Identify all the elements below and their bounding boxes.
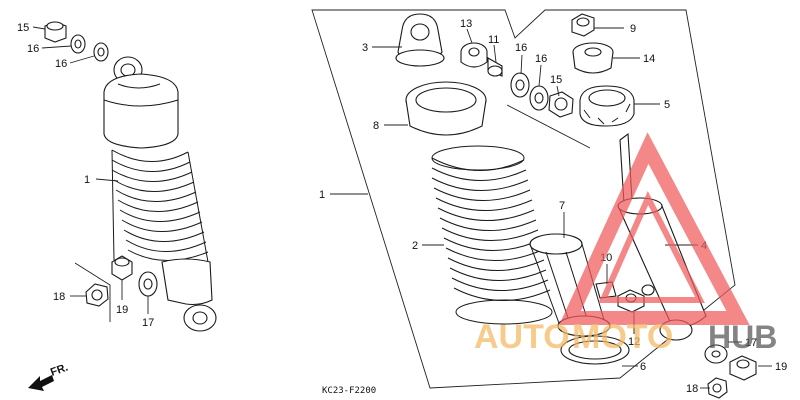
callout-18: 18 <box>686 383 698 395</box>
part-2-spring <box>431 145 553 325</box>
washer-16-left-b <box>93 42 109 62</box>
callout-12: 12 <box>628 336 640 348</box>
part-17-washer <box>704 344 728 364</box>
part-9-nut <box>571 13 595 37</box>
watermark-triangle-icon <box>559 132 750 325</box>
callout-11: 11 <box>488 34 499 46</box>
callout-2: 2 <box>412 240 418 252</box>
part-3-top-eye <box>395 13 445 67</box>
front-arrow-icon: FR. <box>28 361 70 391</box>
watermark-text-moto: MOTO <box>572 318 673 356</box>
front-arrow-label: FR. <box>49 361 70 378</box>
callout-15-left: 15 <box>17 22 29 34</box>
callout-16-a: 16 <box>515 42 527 54</box>
nut-19-left <box>111 255 133 281</box>
nut-18-left <box>85 283 109 307</box>
left-shock-assembly: 15 16 16 1 18 19 17 FR. <box>17 21 217 391</box>
washer-16-left-a <box>70 34 86 54</box>
assembly-frame <box>311 9 736 389</box>
callout-3: 3 <box>362 42 368 54</box>
callout-5: 5 <box>664 99 670 111</box>
callout-7: 7 <box>559 200 565 212</box>
part-15-nut <box>548 91 574 118</box>
part-11-pin <box>487 57 503 77</box>
callout-16-left-b: 16 <box>55 58 67 70</box>
callout-6: 6 <box>640 361 646 373</box>
watermark-text-hub: HUB <box>708 319 777 355</box>
callout-9: 9 <box>630 23 636 35</box>
washer-17-left <box>138 271 158 297</box>
spring-left <box>111 149 209 263</box>
watermark-logo: AUTO MOTO HUB <box>474 132 777 356</box>
part-18-nut <box>707 377 728 399</box>
callout-16-b: 16 <box>535 53 547 65</box>
part-19-nut <box>729 355 757 381</box>
part-6-ring <box>560 335 630 365</box>
callout-18-left: 18 <box>53 291 65 303</box>
shock-absorber-left <box>103 56 217 332</box>
part-16-washer-a <box>510 72 530 98</box>
callout-19-left: 19 <box>116 304 128 316</box>
nut-15-left <box>44 21 67 43</box>
callout-14: 14 <box>643 53 655 65</box>
callout-1: 1 <box>319 189 325 201</box>
watermark-text-auto: AUTO <box>474 318 570 356</box>
part-14-collar <box>572 42 614 74</box>
callout-13: 13 <box>460 18 472 30</box>
part-13-bushing <box>460 42 488 68</box>
callout-17: 17 <box>745 337 757 349</box>
callout-1-left: 1 <box>84 174 90 186</box>
part-5-adjuster <box>579 85 635 127</box>
callout-19: 19 <box>775 361 787 373</box>
part-8-spring-seat <box>405 81 487 136</box>
callout-8: 8 <box>373 120 379 132</box>
right-exploded-assembly: 3 13 11 16 16 15 8 9 14 5 1 2 7 4 10 12 … <box>311 9 787 399</box>
diagram-code: KC23-F2200 <box>322 386 376 396</box>
callout-16-left-a: 16 <box>27 43 39 55</box>
part-16-washer-b <box>529 85 549 111</box>
callout-15: 15 <box>550 74 562 86</box>
callout-17-left: 17 <box>142 317 154 329</box>
